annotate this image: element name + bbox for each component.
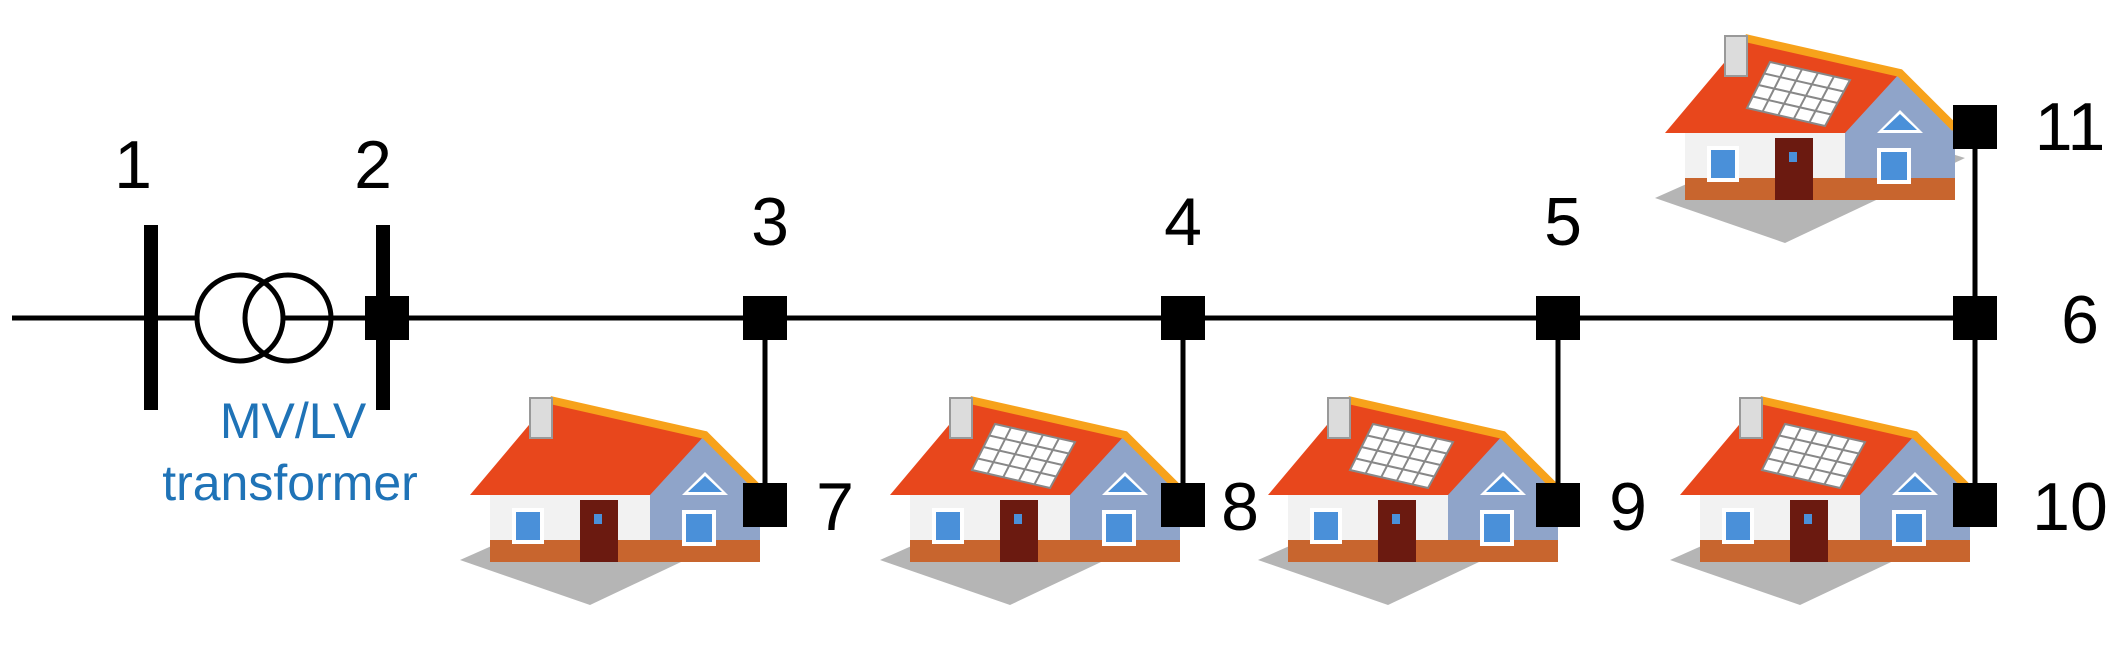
bus-node-7 (743, 483, 787, 527)
transformer-label-line1: MV/LV (220, 393, 367, 449)
bus-nodes (365, 105, 1997, 527)
bus-node-6 (1953, 296, 1997, 340)
bus-bar-1 (144, 225, 158, 410)
house-bus-10 (1670, 398, 1980, 605)
bus-node-10 (1953, 483, 1997, 527)
bus-node-11 (1953, 105, 1997, 149)
bus-label-10: 10 (2032, 469, 2108, 545)
transformer-label-line2: transformer (162, 455, 418, 511)
bus-node-5 (1536, 296, 1580, 340)
bus-label-8: 8 (1221, 469, 1259, 545)
house-bus-11 (1655, 36, 1965, 243)
transformer-winding-secondary (242, 272, 334, 364)
mv-lv-transformer: MV/LV transformer (144, 225, 418, 511)
house-bus-7 (460, 398, 770, 605)
bus-label-2: 2 (354, 127, 392, 203)
transformer-winding-primary (194, 272, 286, 364)
bus-node-3 (743, 296, 787, 340)
bus-node-8 (1161, 483, 1205, 527)
bus-label-9: 9 (1609, 469, 1647, 545)
bus-labels: 1 2 3 4 5 6 7 8 9 10 11 (114, 89, 2108, 545)
bus-label-4: 4 (1164, 184, 1202, 260)
bus-label-6: 6 (2061, 282, 2099, 358)
bus-node-9 (1536, 483, 1580, 527)
bus-node-4 (1161, 296, 1205, 340)
bus-label-3: 3 (751, 184, 789, 260)
bus-label-1: 1 (114, 127, 152, 203)
bus-label-7: 7 (816, 469, 854, 545)
house-bus-8 (880, 398, 1190, 605)
bus-node-2 (365, 296, 409, 340)
bus-label-5: 5 (1544, 184, 1582, 260)
house-bus-9 (1258, 398, 1568, 605)
bus-label-11: 11 (2035, 89, 2106, 165)
